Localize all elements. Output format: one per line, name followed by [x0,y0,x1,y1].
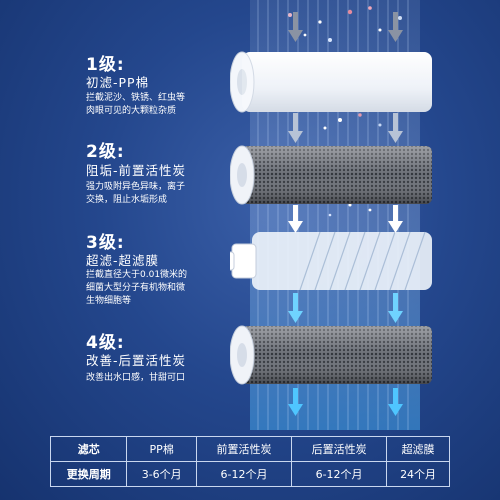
table-row: 更换周期 3-6个月 6-12个月 6-12个月 24个月 [49,461,450,487]
stage-4-name: 改善-后置活性炭 [86,353,187,368]
stage-1-desc-line: 拦截泥沙、铁锈、红虫等 [86,93,186,103]
replacement-table: 滤芯 PP棉 前置活性炭 后置活性炭 超滤膜 更换周期 3-6个月 6-12个月… [49,436,450,487]
arrow-icon [288,113,403,143]
stage-2-desc-line: 交换，阻止水垢形成 [86,195,168,205]
table-cell: 6-12个月 [195,461,293,487]
table-cell: 更换周期 [49,461,128,487]
stage-4-desc: 改善出水口感，甘甜可口 [86,372,226,385]
table-header-cell: 后置活性炭 [291,436,388,462]
stage-3-desc-line: 拦截直径大于0.01微米的 [86,270,188,280]
stage-1-desc: 拦截泥沙、铁锈、红虫等 肉眼可见的大颗粒杂质 [86,92,226,118]
table-header-cell: 前置活性炭 [195,436,293,462]
arrow-icon [288,293,403,323]
arrow-icon [288,12,403,42]
filter-pre-carbon [230,145,432,205]
filter-uf-membrane [230,231,432,291]
filter-pp-cotton [230,51,432,113]
table-header-row: 滤芯 PP棉 前置活性炭 后置活性炭 超滤膜 [49,436,450,462]
stage-3-desc: 拦截直径大于0.01微米的 细菌大型分子有机物和微 生物细胞等 [86,269,226,308]
stage-4-level: 4级: [86,333,125,353]
table-cell: 3-6个月 [126,461,197,487]
table-header-cell: 超滤膜 [386,436,450,462]
stage-4-desc-line: 改善出水口感，甘甜可口 [86,373,186,383]
stage-1-level: 1级: [86,55,125,75]
flow-arrows [288,12,403,416]
arrow-icon [288,388,403,416]
stage-2-level: 2级: [86,142,125,162]
table-header-cell: PP棉 [126,436,197,462]
filter-post-carbon [230,325,432,385]
filtration-illustration [230,0,432,430]
stage-2-desc: 强力吸附异色异味，离子 交换，阻止水垢形成 [86,181,226,207]
stage-3-level: 3级: [86,233,125,253]
table-cell: 24个月 [386,461,450,487]
stage-1-name: 初滤-PP棉 [86,75,150,90]
stage-3-name: 超滤-超滤膜 [86,253,160,268]
impurity-particles [288,6,402,217]
stage-2-desc-line: 强力吸附异色异味，离子 [86,182,186,192]
stage-3-desc-line: 生物细胞等 [86,296,132,306]
stage-1-desc-line: 肉眼可见的大颗粒杂质 [86,106,177,116]
table-cell: 6-12个月 [291,461,388,487]
table-header-cell: 滤芯 [49,436,128,462]
stage-2-name: 阻垢-前置活性炭 [86,163,187,178]
stage-3-desc-line: 细菌大型分子有机物和微 [86,283,186,293]
arrow-icon [288,205,403,233]
